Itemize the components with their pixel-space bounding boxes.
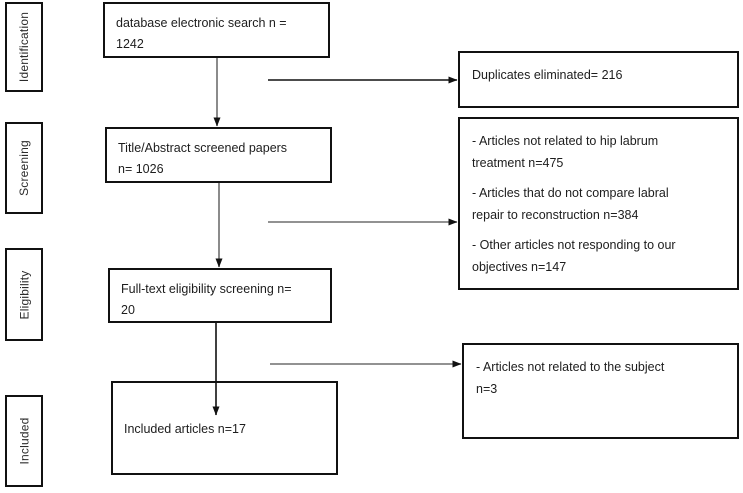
stage-box-included: Included (5, 395, 43, 487)
records-identified-line-1: database electronic search n = (116, 16, 287, 30)
records-excluded-item-3: - Other articles not responding to our o… (472, 234, 725, 278)
exclusion-box-fulltext-excluded: - Articles not related to the subject n=… (462, 343, 739, 439)
flow-box-records-screened: Title/Abstract screened papers n= 1026 (105, 127, 332, 183)
duplicates-removed-item: Duplicates eliminated= 216 (472, 64, 725, 86)
flow-box-fulltext-assessed: Full-text eligibility screening n= 20 (108, 268, 332, 323)
records-excluded-item-1-line-1: - Articles not related to hip labrum (472, 134, 659, 148)
records-excluded-item-2-line-1: - Articles that do not compare labral (472, 186, 669, 200)
records-screened-line-2: n= 1026 (118, 162, 164, 176)
stage-label-identification: Identification (17, 11, 31, 83)
flow-box-studies-included: Included articles n=17 (111, 381, 338, 475)
records-excluded-item-1-line-2: treatment n=475 (472, 156, 564, 170)
records-excluded-item-3-line-2: objectives n=147 (472, 260, 567, 274)
stage-label-eligibility: Eligibility (17, 270, 32, 319)
records-excluded-item-3-line-1: - Other articles not responding to our (472, 238, 676, 252)
records-excluded-item-1: - Articles not related to hip labrum tre… (472, 130, 725, 174)
fulltext-excluded-item-1: - Articles not related to the subject n=… (476, 356, 725, 400)
exclusion-box-records-excluded: - Articles not related to hip labrum tre… (458, 117, 739, 290)
fulltext-assessed-line-1: Full-text eligibility screening n= (121, 282, 292, 296)
records-excluded-item-2-line-2: repair to reconstruction n=384 (472, 208, 639, 222)
stage-box-screening: Screening (5, 122, 43, 214)
records-screened-line-1: Title/Abstract screened papers (118, 141, 288, 155)
fulltext-excluded-item-1-line-1: - Articles not related to the subject (476, 360, 665, 374)
stage-box-eligibility: Eligibility (5, 248, 43, 341)
duplicates-removed-line-1: Duplicates eliminated= 216 (472, 68, 623, 82)
studies-included-line-1: Included articles n=17 (124, 422, 246, 436)
stage-label-screening: Screening (17, 140, 31, 196)
records-excluded-item-2: - Articles that do not compare labral re… (472, 182, 725, 226)
exclusion-box-duplicates-removed: Duplicates eliminated= 216 (458, 51, 739, 108)
stage-label-included: Included (17, 417, 32, 465)
flow-box-records-identified: database electronic search n = 1242 (103, 2, 330, 58)
stage-box-identification: Identification (5, 2, 43, 92)
records-identified-line-2: 1242 (116, 37, 144, 51)
fulltext-assessed-line-2: 20 (121, 303, 135, 317)
fulltext-excluded-item-1-line-2: n=3 (476, 382, 498, 396)
